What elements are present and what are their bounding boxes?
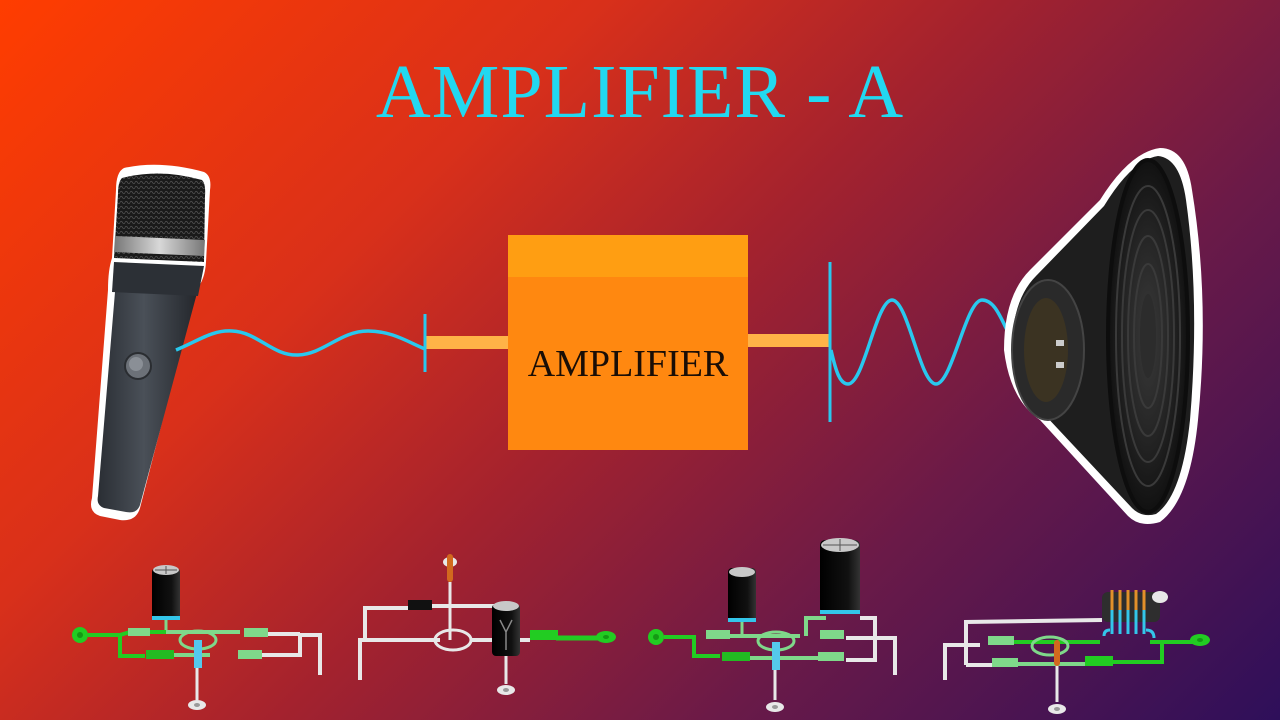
diode-icon [408,600,432,610]
output-connector [746,334,831,347]
circuit-3 [648,538,897,712]
resistor-icon [443,554,457,640]
capacitor-icon [728,567,756,634]
page-title: AMPLIFIER - A [375,50,905,134]
large-capacitor-icon [820,538,860,614]
capacitor-icon [152,565,180,632]
input-connector [425,336,510,349]
amplifier-front-face [508,277,748,450]
speaker-icon [1004,148,1203,524]
amplifier-label: AMPLIFIER [527,343,729,385]
amplifier-top-face [508,235,748,277]
capacitor-icon [492,601,520,656]
circuit-2 [358,554,616,695]
circuit-1 [72,565,322,710]
resistor-icon [1054,640,1060,666]
output-signal-wave [828,262,1010,422]
microphone-icon [91,164,211,521]
input-signal-wave [175,314,427,372]
inductor-coil-icon [1102,590,1168,639]
circuit-4 [943,590,1210,714]
amplifier-block: AMPLIFIER [508,235,748,450]
